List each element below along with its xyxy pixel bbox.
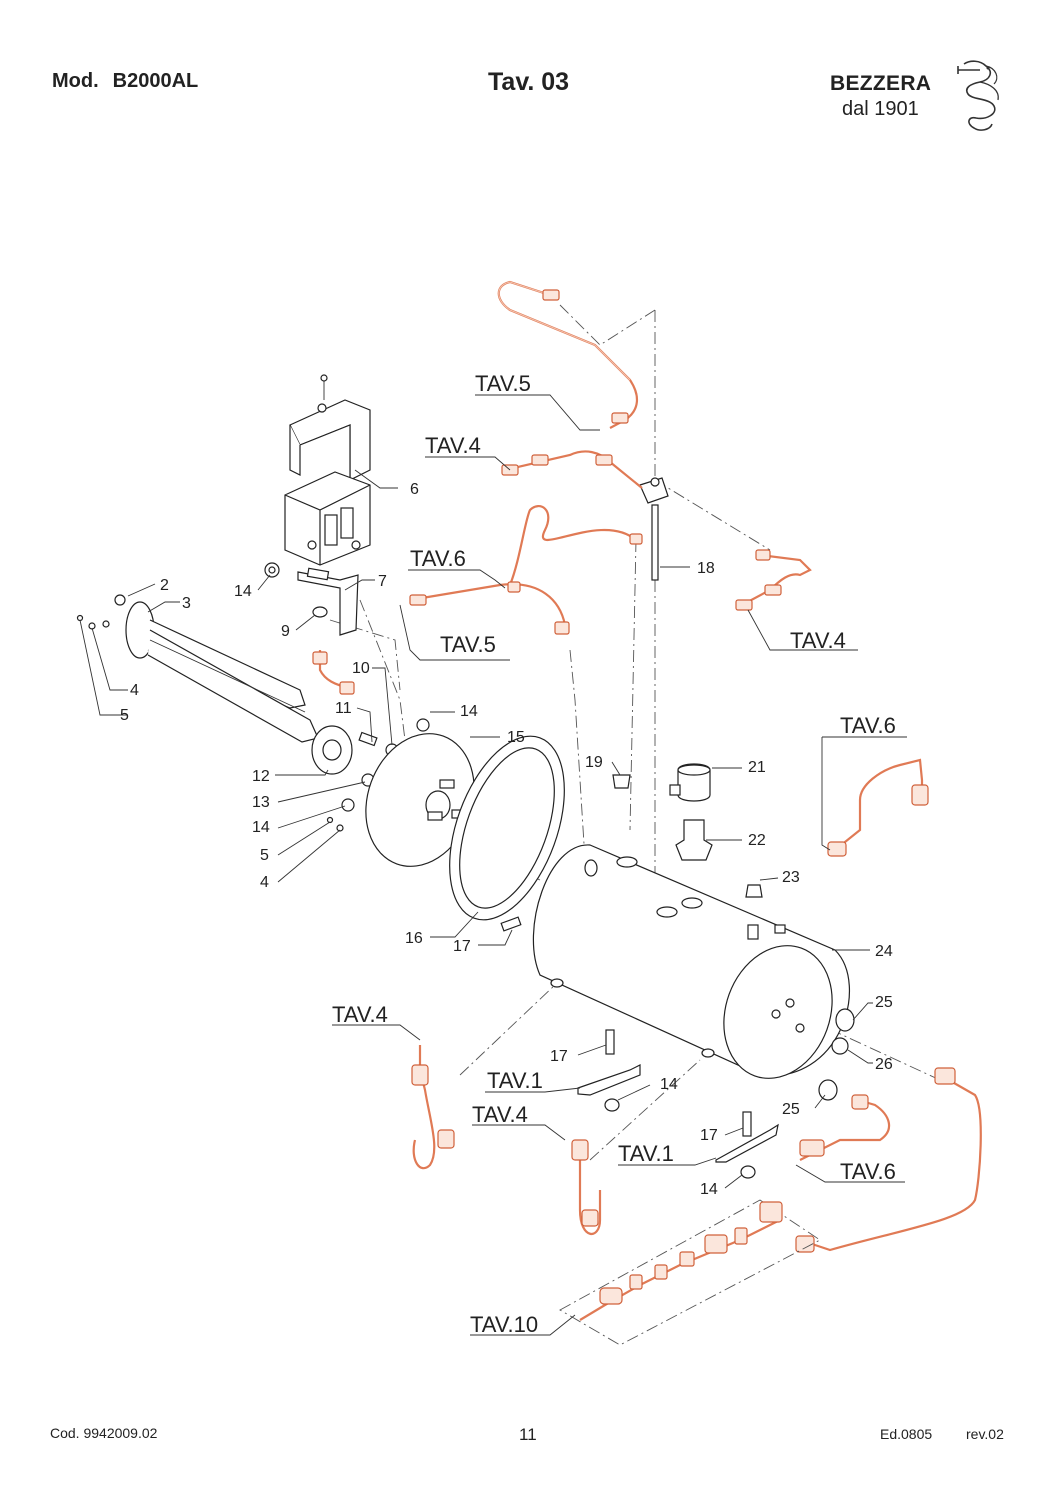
tav-ref-6-left: TAV.6 [410,546,466,571]
callout-2: 2 [160,577,169,594]
document-code: Cod. 9942009.02 [50,1425,158,1441]
callout-15: 15 [507,729,525,746]
callout-16: 16 [405,930,423,947]
probe-valve [639,477,669,581]
callout-11: 11 [335,700,352,717]
tav-ref-6-low: TAV.6 [840,1159,896,1184]
callout-25: 25 [875,994,893,1011]
tav-ref-1-right: TAV.1 [618,1141,674,1166]
tav10-parts-group [559,1199,821,1346]
model-label: Mod. B2000AL [52,70,198,93]
tav-ref-10: TAV.10 [470,1312,538,1337]
callout-5: 5 [260,847,269,864]
pressure-switch-assembly [284,374,371,566]
callout-14: 14 [660,1076,678,1093]
callout-25: 25 [782,1101,800,1118]
callout-14: 14 [252,819,270,836]
callout-18: 18 [697,560,715,577]
callout-19: 19 [585,754,603,771]
tav-ref-5-top: TAV.5 [475,371,531,396]
callout-17: 17 [700,1127,718,1144]
callout-24: 24 [875,943,893,960]
callout-9: 9 [281,623,290,640]
callout-13: 13 [252,794,270,811]
bracket-and-nuts [264,562,359,636]
callout-4: 4 [130,682,139,699]
callout-14: 14 [460,703,478,720]
serpent-logo-icon [957,60,999,131]
tav-ref-1-left: TAV.1 [487,1068,543,1093]
tav-ref-4-top: TAV.4 [425,433,481,458]
boiler-gasket [449,735,565,932]
tav-ref-5-mid: TAV.5 [440,632,496,657]
gasket-and-fixings [311,718,430,832]
mount-studs [577,1029,779,1179]
tav-ref-4-left: TAV.4 [332,1002,388,1027]
callout-7: 7 [378,573,387,590]
callout-10: 10 [352,660,370,677]
page-number: 11 [519,1425,537,1444]
model-prefix: Mod. [52,70,99,92]
callout-4: 4 [260,874,269,891]
brand-since: dal 1901 [842,98,919,120]
boiler-flange [365,733,475,867]
callout-14: 14 [234,583,252,600]
callout-17: 17 [453,938,471,955]
callout-21: 21 [748,759,766,776]
brand-name: BEZZERA [830,72,932,95]
edition: Ed.0805 [880,1426,933,1442]
callout-14: 14 [700,1181,718,1198]
boiler-top-fittings [612,763,763,898]
callout-17: 17 [550,1048,568,1065]
callout-26: 26 [875,1056,893,1073]
leader-lines [79,394,907,1336]
callout-23: 23 [782,869,800,886]
table-number: Tav. 03 [488,68,570,96]
tav-ref-4-low: TAV.4 [472,1102,528,1127]
callout-3: 3 [182,595,191,612]
boiler-tank [532,844,850,1079]
callout-5: 5 [120,707,129,724]
heating-element [76,594,319,743]
callout-6: 6 [410,481,419,498]
callout-12: 12 [252,768,270,785]
revision: rev.02 [966,1426,1004,1442]
model-code: B2000AL [112,70,199,92]
tav-ref-6-right: TAV.6 [840,713,896,738]
tav-ref-4-right: TAV.4 [790,628,846,653]
callout-22: 22 [748,832,766,849]
side-fittings [818,1008,855,1101]
